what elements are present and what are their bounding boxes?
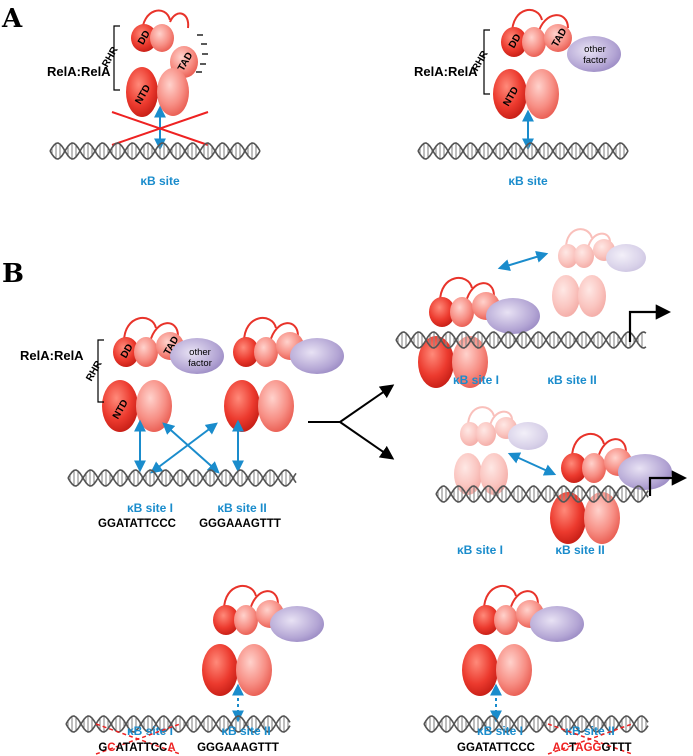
kb-site-1-label: κB site I <box>127 724 173 738</box>
kb-site-2-label: κB site II <box>555 543 604 557</box>
mutated-site-cross <box>547 723 633 755</box>
linker <box>511 9 543 35</box>
site-1-sequence: GGATATTCCC <box>457 742 535 754</box>
kb-site-label: κB site <box>508 174 548 188</box>
transcription-arrow <box>648 470 688 496</box>
dd-domain-partner <box>134 337 158 367</box>
site-2-sequence: GGGAAAGTTT <box>197 742 279 754</box>
mid-right-bound-dimer <box>550 433 672 544</box>
top-right-bound-dimer <box>418 277 540 388</box>
mutated-site-cross <box>95 723 181 755</box>
other-factor <box>567 36 621 72</box>
panel-b-letter: B <box>2 259 24 289</box>
transcription-arrow <box>628 304 672 342</box>
site-1-mutant-sequence: GCATATTCCA <box>98 742 175 754</box>
dna-helix <box>395 331 647 349</box>
exchange-arrow <box>507 452 557 476</box>
panel-a-right-dimer: DD TAD other factor NTD RHR <box>470 9 621 119</box>
no-binding-cross <box>111 111 209 146</box>
panel-b-dimer-1: DD TAD other factor NTD RHR <box>84 317 224 432</box>
ntd-domain <box>493 69 527 119</box>
panel-a-letter: A <box>1 4 23 34</box>
tad-negative-charges <box>196 34 208 73</box>
ntd-domain-partner <box>157 68 189 116</box>
site-2-mutant-sequence: ACTAGGGTTT <box>552 742 631 754</box>
site-1-sequence: GGATATTCCC <box>98 518 176 530</box>
dd-domain-partner <box>150 24 174 52</box>
tad-domain <box>544 24 572 52</box>
other-factor-label-2: factor <box>188 358 212 369</box>
kb-site-1-label: κB site I <box>457 543 503 557</box>
panel-a-right-complex-label: RelA:RelA <box>414 64 478 79</box>
linker <box>169 12 190 29</box>
dna-helix <box>67 469 297 487</box>
rhr-bracket <box>113 25 120 91</box>
top-right-free-dimer <box>552 228 646 317</box>
dna-helix <box>435 485 649 503</box>
dd-domain-partner <box>522 27 546 57</box>
dd-domain <box>131 24 157 52</box>
kb-site-2-label: κB site II <box>217 501 266 515</box>
panel-b-complex-label: RelA:RelA <box>20 348 84 363</box>
ntd-domain-partner <box>525 69 559 119</box>
dd-domain <box>113 337 139 367</box>
dna-helix <box>65 715 291 733</box>
kb-site-1-label: κB site I <box>127 501 173 515</box>
rhr-label: RHR <box>84 358 105 383</box>
other-factor <box>170 338 224 374</box>
other-factor-label-2: factor <box>583 55 607 66</box>
rhr-bracket <box>97 339 104 403</box>
dd-domain <box>501 27 527 57</box>
ntd-domain <box>126 67 158 117</box>
kb-site-1-label: κB site I <box>453 373 499 387</box>
other-factor <box>290 338 344 374</box>
mid-right-free-dimer <box>454 406 548 495</box>
other-factor-label-1: other <box>189 347 211 358</box>
linker <box>537 14 569 35</box>
bottom-right-dimer <box>462 585 584 696</box>
kb-site-2-label: κB site II <box>221 724 270 738</box>
kb-site-label: κB site <box>140 174 180 188</box>
kb-site-2-label: κB site II <box>565 724 614 738</box>
other-factor-label-1: other <box>584 44 606 55</box>
ntd-domain-partner <box>136 380 172 432</box>
branching-arrow <box>308 384 395 460</box>
panel-a-left-dimer: DD TAD NTD RHR <box>100 9 208 117</box>
panel-b-dimer-2 <box>224 317 344 432</box>
exchange-arrow <box>497 251 549 271</box>
bottom-left-dimer <box>202 585 324 696</box>
ntd-domain <box>102 380 138 432</box>
rhr-bracket <box>483 29 490 95</box>
kb-site-1-label: κB site I <box>477 724 523 738</box>
binding-arrows <box>134 419 244 474</box>
dna-helix <box>417 142 629 160</box>
panel-a-left-complex-label: RelA:RelA <box>47 64 111 79</box>
site-2-sequence: GGGAAAGTTT <box>199 518 281 530</box>
kb-site-2-label: κB site II <box>547 373 596 387</box>
dna-helix <box>49 142 261 160</box>
